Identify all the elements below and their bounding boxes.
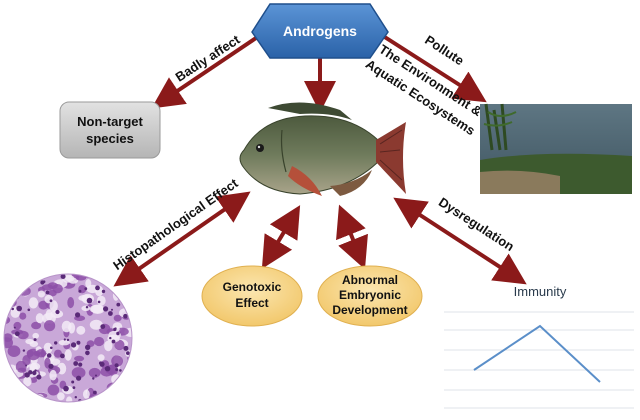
genotoxic-label-line1: Genotoxic [223, 280, 282, 294]
fish-image [239, 102, 406, 196]
genotoxic-label-line2: Effect [235, 296, 268, 310]
immunity-label: Immunity [514, 284, 567, 299]
label-dysregulation: Dysregulation [436, 194, 517, 254]
arrow-dysregulation [393, 197, 527, 285]
lake-photo [480, 103, 632, 194]
immunity-line-graph: Immunity [444, 284, 634, 409]
arrow-genotoxic [261, 205, 301, 269]
arrow-pollute [378, 32, 487, 103]
non-target-label-line2: species [86, 131, 134, 146]
abnormal-label-line3: Development [332, 303, 407, 317]
abnormal-label-line2: Embryonic [339, 288, 401, 302]
genotoxic-effect-node: Genotoxic Effect [201, 265, 303, 327]
arrow-histopathological [113, 191, 251, 287]
arrow-abnormal [336, 204, 368, 270]
histology-tissue-image [3, 273, 133, 403]
androgens-node: Androgens [251, 3, 389, 59]
label-histopathological: Histopathological Effect [110, 175, 241, 273]
abnormal-embryonic-development-node: Abnormal Embryonic Development [317, 265, 423, 327]
arrow-badly-affect [151, 32, 264, 109]
label-pollute: Pollute [422, 32, 467, 68]
androgens-label: Androgens [283, 23, 357, 39]
non-target-species-node: Non-target species [59, 101, 161, 159]
arrows [113, 32, 527, 287]
abnormal-label-line1: Abnormal [342, 273, 398, 287]
non-target-label-line1: Non-target [77, 114, 143, 129]
label-badly-affect: Badly affect [173, 32, 244, 85]
